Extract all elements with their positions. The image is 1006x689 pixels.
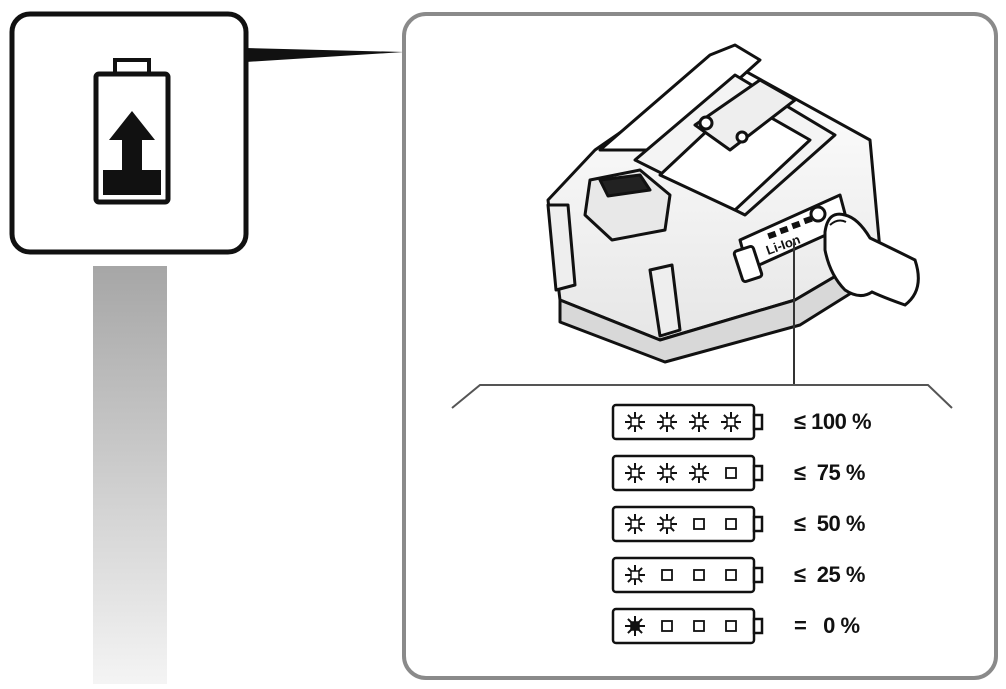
led-off-icon (725, 569, 737, 581)
charge-level-label: ≤ 75 % (794, 460, 865, 485)
led-lit-icon (625, 412, 645, 432)
charge-level-indicator (611, 403, 764, 441)
charge-level-label: ≤ 50 % (794, 511, 865, 536)
charge-level-indicator (611, 505, 764, 543)
led-off-icon (725, 620, 737, 632)
led-lit-icon (625, 565, 645, 585)
led-off-icon (693, 569, 705, 581)
led-lit-icon (689, 412, 709, 432)
charge-level-label: ≤ 25 % (794, 562, 865, 587)
battery-charge-icon (93, 58, 171, 205)
led-off-icon (725, 467, 737, 479)
led-lit-icon (625, 463, 645, 483)
led-blinking-icon (625, 616, 645, 636)
led-off-icon (725, 518, 737, 530)
charge-level-list (611, 403, 764, 645)
led-off-icon (661, 569, 673, 581)
led-lit-icon (689, 463, 709, 483)
bracket-line (451, 384, 953, 409)
led-off-icon (693, 518, 705, 530)
charge-level-indicator (611, 556, 764, 594)
charge-level-label: ≤ 100 % (794, 409, 872, 434)
battery-pack-illustration (546, 43, 882, 364)
led-off-icon (661, 620, 673, 632)
led-lit-icon (657, 463, 677, 483)
led-indicator-row (767, 215, 813, 240)
charge-level-indicator (611, 607, 764, 645)
callout-pointer (246, 48, 404, 62)
led-lit-icon (657, 412, 677, 432)
led-lit-icon (625, 514, 645, 534)
gradient-column (93, 266, 167, 684)
charge-level-label: = 0 % (794, 613, 860, 638)
led-lit-icon (721, 412, 741, 432)
charge-level-indicator (611, 454, 764, 492)
finger-illustration (823, 212, 920, 307)
led-off-icon (693, 620, 705, 632)
led-lit-icon (657, 514, 677, 534)
